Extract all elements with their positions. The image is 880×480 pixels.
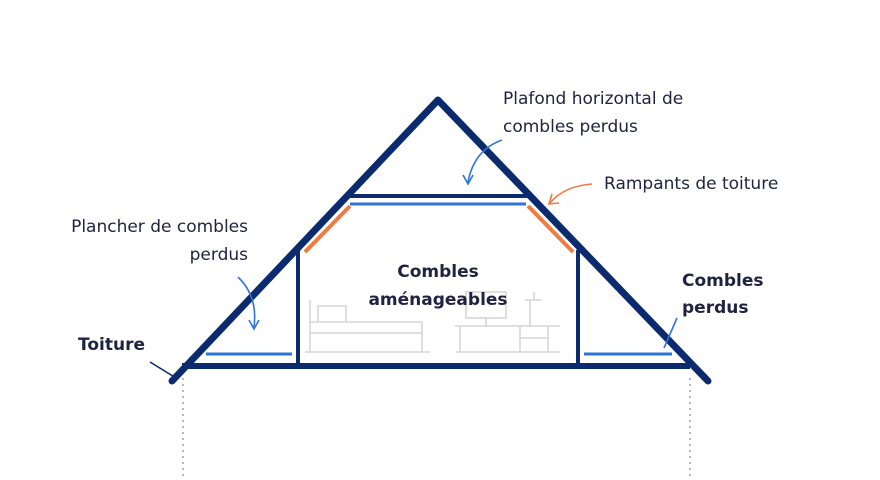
ceiling-arrow (462, 139, 503, 186)
amenageables-label-line1: Combles (397, 262, 479, 282)
toiture-label: Toiture (78, 335, 145, 355)
rampants-label: Rampants de toiture (604, 174, 778, 194)
bed-outline-icon (305, 300, 430, 353)
perdus-pointer (663, 317, 678, 349)
left-rampant-insulation (303, 204, 352, 254)
perdus-label-line1: Combles (682, 271, 764, 291)
toiture-pointer (149, 361, 177, 379)
plancher-label-line2: perdus (190, 245, 249, 265)
plafond-label-line1: Plafond horizontal de (503, 89, 683, 109)
rampants-arrow (547, 183, 593, 205)
desk-outline-icon (455, 291, 560, 353)
plancher-label-line1: Plancher de combles (71, 217, 248, 237)
amenageables-label-line2: aménageables (368, 290, 507, 310)
plafond-label-line2: combles perdus (503, 117, 638, 137)
roof-outline (168, 96, 712, 385)
perdus-label-line2: perdus (682, 298, 748, 318)
right-rampant-insulation (526, 204, 575, 254)
plancher-arrow (237, 276, 260, 331)
